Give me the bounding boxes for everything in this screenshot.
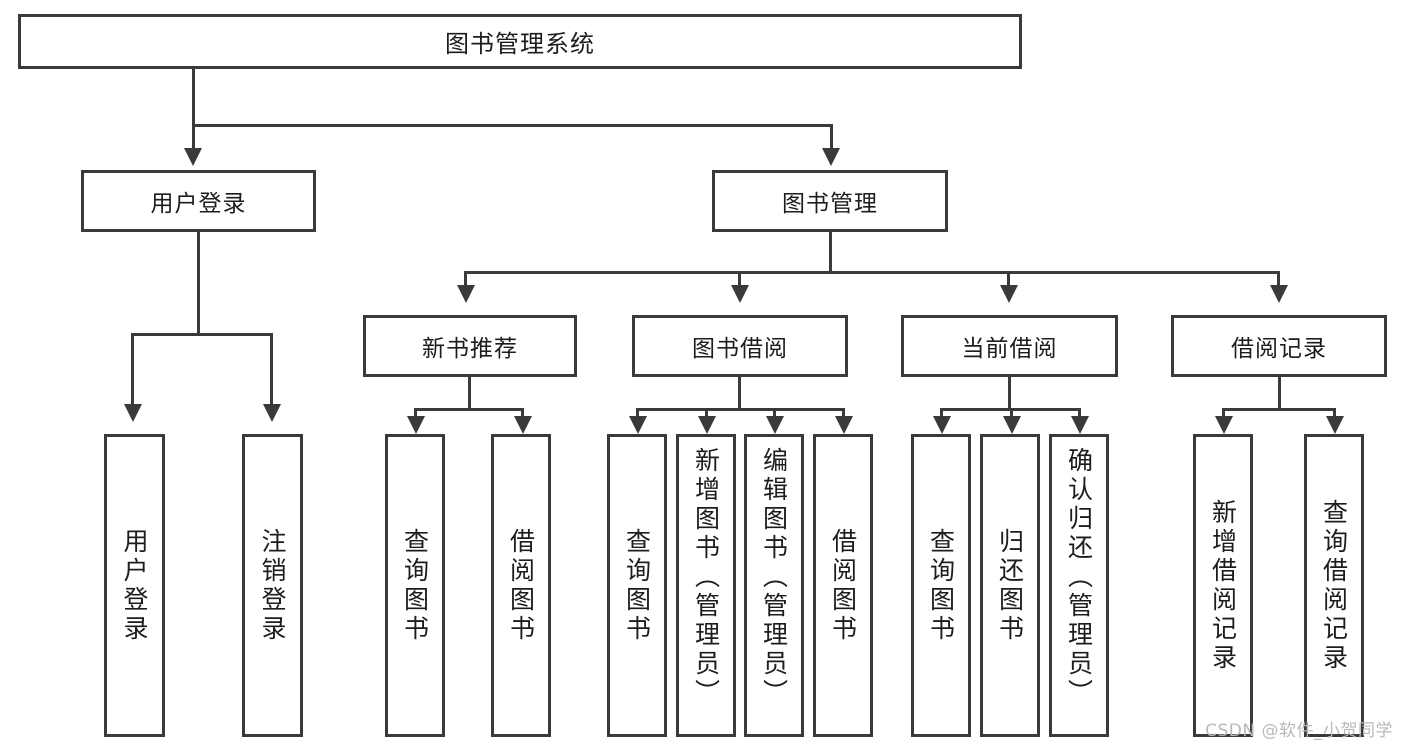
node-root-book-management-system[interactable]: 图书管理系统	[18, 14, 1022, 69]
csdn-watermark: CSDN @软件_小贺同学	[1205, 721, 1393, 741]
node-label: 归还图书	[995, 527, 1025, 644]
arrow-down-icon	[698, 416, 716, 434]
connector-bm-child-1	[464, 271, 467, 286]
node-label: 借阅图书	[828, 527, 858, 644]
leaf-new-book-borrow-book[interactable]: 借阅图书	[491, 434, 551, 737]
leaf-current-borrow-confirm-return-admin[interactable]: 确认归还（管理员）	[1049, 434, 1109, 737]
connector-bb-child-4	[842, 408, 845, 418]
leaf-book-borrow-add-book-admin[interactable]: 新增图书（管理员）	[676, 434, 736, 737]
connector-bm-child-2	[738, 271, 741, 286]
node-label: 图书管理系统	[445, 30, 595, 58]
node-label: 确认归还（管理员）	[1064, 447, 1094, 708]
arrow-down-icon	[124, 404, 142, 422]
arrow-down-icon	[263, 404, 281, 422]
connector-book-management-bar	[464, 271, 1280, 274]
connector-root-stem	[192, 69, 195, 124]
arrow-down-icon	[1326, 416, 1344, 434]
leaf-logout-login[interactable]: 注销登录	[242, 434, 303, 737]
node-label: 注销登录	[258, 527, 287, 644]
leaf-borrow-record-query-record[interactable]: 查询借阅记录	[1304, 434, 1364, 737]
connector-cb-child-3	[1078, 408, 1081, 418]
arrow-down-icon	[1270, 285, 1288, 303]
arrow-down-icon	[184, 148, 202, 166]
node-book-management[interactable]: 图书管理	[712, 170, 948, 232]
connector-user-login-bar	[131, 333, 273, 336]
connector-user-login-child-1	[131, 333, 134, 405]
node-label: 借阅图书	[506, 527, 536, 644]
connector-br-child-1	[1222, 408, 1225, 418]
node-label: 新书推荐	[422, 336, 518, 362]
node-label: 用户登录	[150, 191, 247, 217]
leaf-current-borrow-return-book[interactable]: 归还图书	[980, 434, 1040, 737]
connector-user-login-stem	[197, 232, 200, 336]
node-label: 当前借阅	[961, 336, 1058, 362]
connector-bb-child-1	[636, 408, 639, 418]
leaf-book-borrow-borrow-book[interactable]: 借阅图书	[813, 434, 873, 737]
node-label: 查询借阅记录	[1319, 498, 1349, 673]
node-label: 借阅记录	[1231, 336, 1327, 362]
arrow-down-icon	[457, 285, 475, 303]
connector-bb-child-3	[773, 408, 776, 418]
arrow-down-icon	[822, 148, 840, 166]
arrow-down-icon	[766, 416, 784, 434]
connector-borrow-record-stem	[1278, 377, 1281, 411]
node-label: 编辑图书（管理员）	[759, 447, 789, 708]
leaf-book-borrow-edit-book-admin[interactable]: 编辑图书（管理员）	[744, 434, 804, 737]
arrow-down-icon	[1215, 416, 1233, 434]
arrow-down-icon	[731, 285, 749, 303]
node-label: 查询图书	[926, 527, 956, 644]
arrow-down-icon	[1071, 416, 1089, 434]
node-label: 新增借阅记录	[1208, 498, 1238, 673]
leaf-book-borrow-query-book[interactable]: 查询图书	[607, 434, 667, 737]
connector-bm-child-3	[1007, 271, 1010, 286]
connector-borrow-record-bar	[1222, 408, 1336, 411]
leaf-borrow-record-add-record[interactable]: 新增借阅记录	[1193, 434, 1253, 737]
arrow-down-icon	[629, 416, 647, 434]
connector-root-to-user-login	[192, 124, 195, 149]
node-new-book-recommend[interactable]: 新书推荐	[363, 315, 577, 377]
connector-nb-child-1	[414, 408, 417, 418]
connector-br-child-2	[1333, 408, 1336, 418]
arrow-down-icon	[1003, 416, 1021, 434]
leaf-current-borrow-query-book[interactable]: 查询图书	[911, 434, 971, 737]
node-label: 新增图书（管理员）	[691, 447, 721, 708]
arrow-down-icon	[514, 416, 532, 434]
node-label: 图书管理	[782, 191, 878, 217]
connector-book-management-stem	[829, 232, 832, 274]
arrow-down-icon	[1000, 285, 1018, 303]
connector-new-book-stem	[468, 377, 471, 411]
node-book-borrow[interactable]: 图书借阅	[632, 315, 848, 377]
arrow-down-icon	[835, 416, 853, 434]
connector-root-bar	[192, 124, 833, 127]
connector-nb-child-2	[521, 408, 524, 418]
connector-bb-child-2	[705, 408, 708, 418]
connector-new-book-bar	[414, 408, 524, 411]
node-label: 用户登录	[120, 527, 149, 644]
connector-bm-child-4	[1277, 271, 1280, 286]
leaf-new-book-query-book[interactable]: 查询图书	[385, 434, 445, 737]
node-label: 查询图书	[400, 527, 430, 644]
arrow-down-icon	[407, 416, 425, 434]
node-label: 查询图书	[622, 527, 652, 644]
leaf-user-login[interactable]: 用户登录	[104, 434, 165, 737]
node-user-login[interactable]: 用户登录	[81, 170, 316, 232]
connector-book-borrow-stem	[738, 377, 741, 411]
connector-book-borrow-bar	[636, 408, 844, 411]
node-label: 图书借阅	[692, 336, 788, 362]
connector-root-to-book-management	[830, 124, 833, 149]
node-borrow-record[interactable]: 借阅记录	[1171, 315, 1387, 377]
connector-current-borrow-stem	[1008, 377, 1011, 411]
connector-cb-child-2	[1010, 408, 1013, 418]
node-current-borrow[interactable]: 当前借阅	[901, 315, 1118, 377]
connector-user-login-child-2	[270, 333, 273, 405]
arrow-down-icon	[933, 416, 951, 434]
connector-cb-child-1	[940, 408, 943, 418]
